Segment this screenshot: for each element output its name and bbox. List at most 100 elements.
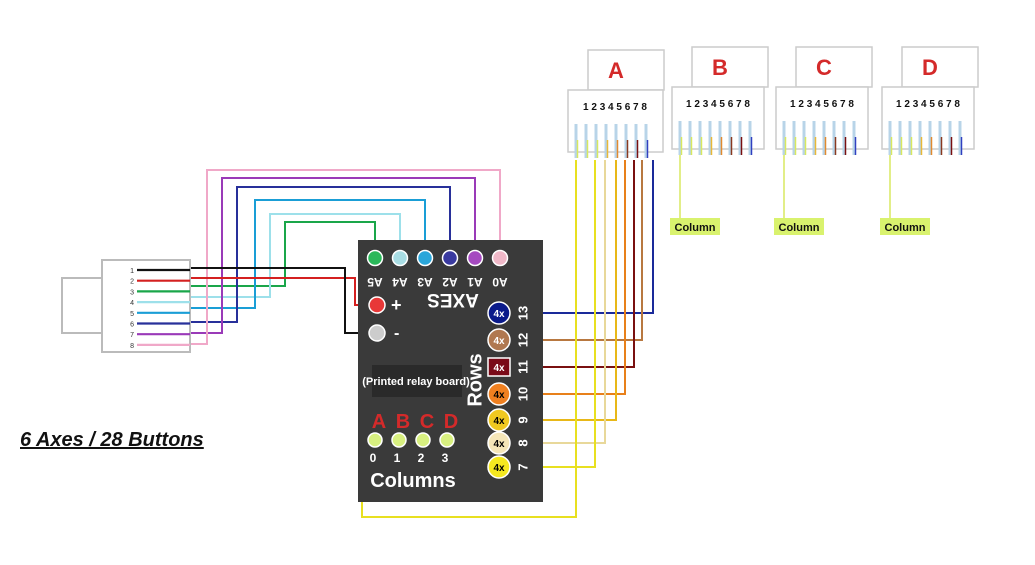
connector-pin-numbers: 1 2 3 4 5 6 7 8	[686, 99, 750, 110]
left-connector-latch	[61, 277, 105, 334]
rj45-connectors: A 1 2 3 4 5 6 7 8 B 1 2 3 4 5 6 7 8 Column C 1…	[567, 46, 979, 235]
row-multiplier: 4x	[493, 390, 505, 401]
wire-a2	[140, 186, 451, 323]
left-connector-pins: 1 2 3 4 5 6 7 8	[130, 268, 190, 350]
column-pin-0	[367, 432, 383, 448]
connector-pin-numbers: 1 2 3 4 5 6 7 8	[896, 99, 960, 110]
left-pin-number: 1	[130, 268, 134, 275]
row-multiplier: 4x	[493, 463, 505, 474]
axis-pin-a4	[391, 249, 409, 267]
row-multiplier: 4x	[493, 439, 505, 450]
column-label: Column	[885, 222, 926, 234]
axis-pin-label: A2	[442, 275, 458, 289]
connector-cap	[795, 46, 873, 88]
column-label-box	[774, 218, 824, 235]
connector-letter: B	[712, 55, 728, 80]
minus-label: -	[394, 325, 399, 342]
plus-label: +	[391, 295, 402, 315]
axis-pin-a2	[441, 249, 459, 267]
row-pin-12	[487, 328, 511, 352]
column-pin-2	[415, 432, 431, 448]
axis-pin-label: A1	[467, 275, 483, 289]
row-number: 13	[515, 306, 530, 320]
connector-c: C 1 2 3 4 5 6 7 8 Column	[774, 46, 873, 235]
column-letter-b: B	[396, 411, 410, 433]
row-number: 11	[515, 360, 530, 374]
row-number: 12	[515, 333, 530, 347]
minus-pin	[368, 324, 386, 342]
axis-pin-a3	[416, 249, 434, 267]
row-number: 8	[515, 439, 530, 446]
row-multiplier: 4x	[493, 336, 505, 347]
column-number: 3	[442, 451, 449, 465]
left-pin-number: 5	[130, 311, 134, 318]
connector-cap	[901, 46, 979, 88]
row-pin-11	[487, 357, 511, 377]
axis-pin-label: A4	[392, 275, 408, 289]
columns-label: Columns	[370, 470, 456, 492]
connector-cap	[587, 49, 665, 91]
column-number: 1	[394, 451, 401, 465]
axes-label: AXES	[427, 289, 479, 310]
column-number: 0	[370, 451, 377, 465]
left-connector: 1 2 3 4 5 6 7 8	[61, 259, 191, 353]
wire-a1	[140, 177, 476, 334]
row-multiplier: 4x	[493, 309, 505, 320]
connector-letter: A	[608, 58, 624, 83]
axis-pin-a5	[366, 249, 384, 267]
row-number: 7	[515, 463, 530, 470]
rows-label: Rows	[464, 353, 486, 406]
connector-letter: C	[816, 55, 832, 80]
row-pin-13	[487, 301, 511, 325]
row-number: 10	[515, 387, 530, 401]
left-pin-number: 8	[130, 343, 134, 350]
wire-row-12	[512, 160, 643, 341]
left-pin-number: 2	[130, 279, 134, 286]
wire-a3	[140, 199, 426, 309]
column-letter-c: C	[420, 411, 434, 433]
wire-row-9	[512, 160, 617, 421]
axis-pin-a1	[466, 249, 484, 267]
relay-board-label: (Printed relay board)	[362, 376, 470, 388]
left-pin-number: 6	[130, 322, 134, 329]
row-pin-10	[487, 382, 511, 406]
connector-letter: D	[922, 55, 938, 80]
left-pin-number: 3	[130, 289, 134, 296]
wire-row-13	[512, 160, 654, 314]
connector-cap	[691, 46, 769, 88]
axis-pin-label: A5	[367, 275, 383, 289]
row-multiplier: 4x	[493, 363, 505, 374]
column-letter-d: D	[444, 411, 458, 433]
row-pin-9	[487, 408, 511, 432]
column-letter-a: A	[372, 411, 386, 433]
wire-row-11	[512, 160, 635, 368]
relay-board-box	[372, 365, 462, 397]
wire-a4	[140, 213, 401, 298]
connector-pin-numbers: 1 2 3 4 5 6 7 8	[583, 102, 647, 113]
left-pin-number: 4	[130, 300, 134, 307]
diagram-title: 6 Axes / 28 Buttons	[20, 429, 204, 451]
axis-pin-label: A0	[492, 275, 508, 289]
axis-pins: A5 A4 A3 A2 A1 A0	[366, 249, 509, 289]
connector-d: D 1 2 3 4 5 6 7 8 Column	[880, 46, 979, 235]
axis-pin-label: A3	[417, 275, 433, 289]
plus-pin	[368, 296, 386, 314]
column-label-box	[880, 218, 930, 235]
row-pin-7	[487, 455, 511, 479]
left-pin-number: 7	[130, 332, 134, 339]
wire-row-10	[512, 160, 626, 395]
row-multiplier: 4x	[493, 416, 505, 427]
axis-pin-a0	[491, 249, 509, 267]
row-pin-8	[487, 431, 511, 455]
column-pin-3	[439, 432, 455, 448]
connector-a: A 1 2 3 4 5 6 7 8	[567, 49, 665, 158]
column-pin-1	[391, 432, 407, 448]
column-label-box	[670, 218, 720, 235]
column-label: Column	[779, 222, 820, 234]
connector-pin-numbers: 1 2 3 4 5 6 7 8	[790, 99, 854, 110]
